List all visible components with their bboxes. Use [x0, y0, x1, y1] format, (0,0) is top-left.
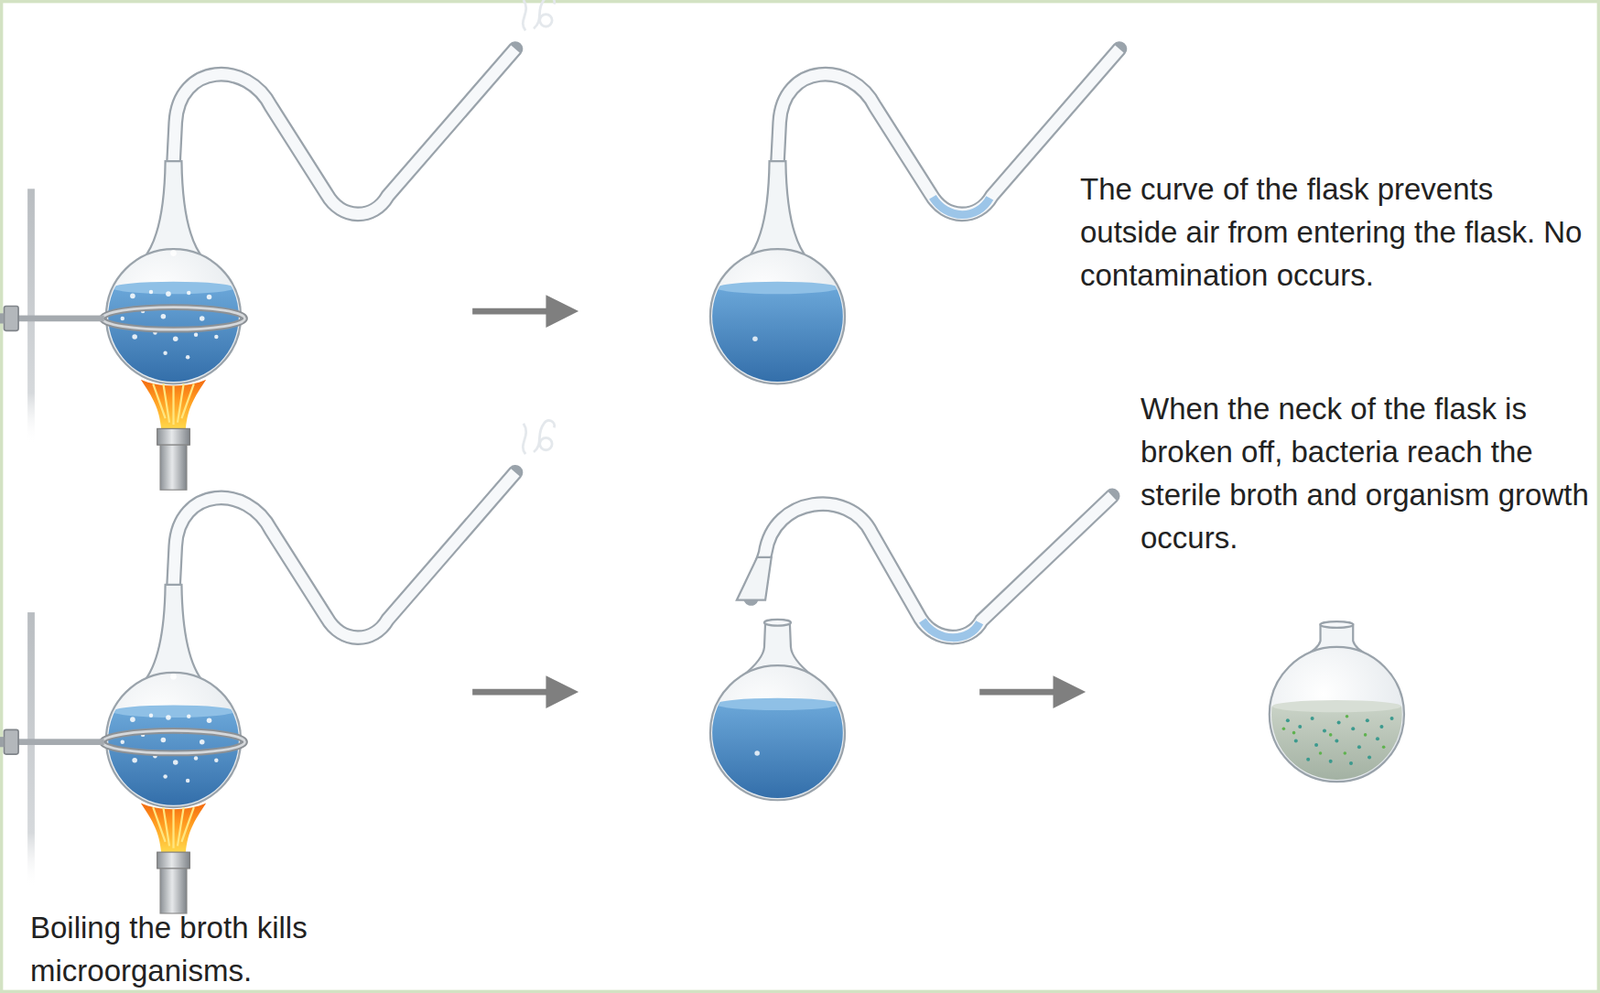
- caption-note: Boiling the broth kills microorganisms.: [30, 906, 388, 993]
- caption-note: The curve of the flask prevents outside …: [1080, 167, 1595, 297]
- caption-note: When the neck of the flask is broken off…: [1140, 387, 1597, 560]
